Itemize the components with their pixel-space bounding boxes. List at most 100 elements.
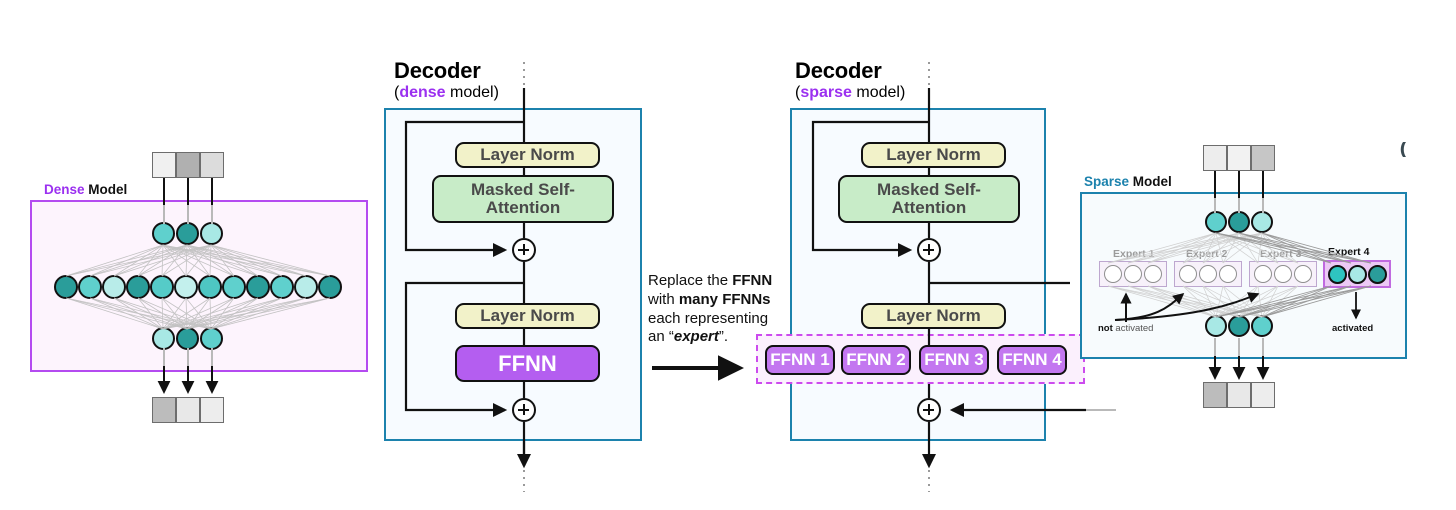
token-square	[1227, 382, 1251, 408]
subtitle-suffix: model)	[851, 84, 906, 101]
token-square	[152, 152, 176, 178]
residual-add-1-sparse	[917, 238, 941, 262]
decoder-dense-title: Decoder	[394, 58, 481, 83]
token-square	[200, 397, 224, 423]
neuron	[200, 327, 223, 350]
neuron	[1104, 265, 1122, 283]
neuron	[152, 327, 175, 350]
neuron	[222, 275, 246, 299]
masked-self-attention-dense: Masked Self-Attention	[432, 175, 614, 223]
replace-note: Replace the FFNN with many FFNNs each re…	[648, 272, 808, 347]
neuron	[1205, 211, 1227, 233]
neuron	[78, 275, 102, 299]
note-line1b: FFNN	[732, 272, 773, 289]
token-square	[176, 152, 200, 178]
note-line3: each representing	[648, 309, 769, 327]
layer-norm-2-sparse: Layer Norm	[861, 303, 1006, 329]
neuron	[150, 275, 174, 299]
masked-self-attention-sparse: Masked Self-Attention	[838, 175, 1020, 223]
neuron	[1179, 265, 1197, 283]
token-square	[1227, 145, 1251, 171]
dense-model-label-accent: Dense	[44, 182, 85, 197]
neuron	[174, 275, 198, 299]
note-line4a: an “	[648, 328, 674, 346]
layer-norm-2-dense: Layer Norm	[455, 303, 600, 329]
note-line2b: many FFNNs	[678, 290, 771, 308]
decoder-dense-subtitle: (dense model)	[394, 84, 499, 102]
sparse-model-label: Sparse Model	[1084, 174, 1172, 189]
not-activated-rest: activated	[1112, 323, 1154, 334]
neuron	[1254, 265, 1272, 283]
neuron	[1328, 265, 1347, 284]
subtitle-accent: sparse	[800, 84, 852, 101]
activated-label: activated	[1332, 323, 1374, 334]
neuron	[1228, 211, 1250, 233]
expert-4-group	[1323, 260, 1391, 288]
note-line4b: expert	[673, 328, 719, 346]
layer-norm-1-sparse: Layer Norm	[861, 142, 1006, 168]
token-square	[1251, 145, 1275, 171]
neuron	[318, 275, 342, 299]
neuron	[54, 275, 78, 299]
token-square	[176, 397, 200, 423]
neuron	[176, 327, 199, 350]
neuron	[1199, 265, 1217, 283]
subtitle-prefix: (	[795, 84, 801, 101]
subtitle-accent: dense	[399, 84, 446, 101]
expert-2-label: Expert 2	[1186, 248, 1228, 260]
neuron	[198, 275, 222, 299]
note-line4c: ”.	[718, 328, 729, 346]
expert-2-group	[1174, 261, 1242, 287]
neuron	[102, 275, 126, 299]
neuron	[246, 275, 270, 299]
neuron	[1348, 265, 1367, 284]
neuron	[294, 275, 318, 299]
token-square	[152, 397, 176, 423]
neuron	[176, 222, 199, 245]
stray-glyph-artifact	[1400, 142, 1406, 157]
token-square	[200, 152, 224, 178]
token-square	[1203, 382, 1227, 408]
decoder-sparse-title: Decoder	[795, 58, 882, 83]
not-activated-label: not activated	[1098, 323, 1153, 334]
neuron	[1368, 265, 1387, 284]
expert-4-label: Expert 4	[1328, 246, 1370, 258]
ffnn-dense: FFNN	[455, 345, 600, 382]
token-square	[1251, 382, 1275, 408]
residual-add-2-dense	[512, 398, 536, 422]
residual-add-1-dense	[512, 238, 536, 262]
expert-3-label: Expert 3	[1260, 248, 1302, 260]
neuron	[1205, 315, 1227, 337]
neuron	[270, 275, 294, 299]
neuron	[200, 222, 223, 245]
neuron	[1294, 265, 1312, 283]
neuron	[1124, 265, 1142, 283]
note-line1a: Replace the	[648, 272, 733, 289]
ffnn-expert-4: FFNN 4	[997, 345, 1067, 375]
subtitle-prefix: (	[394, 84, 400, 101]
layer-norm-1-dense: Layer Norm	[455, 142, 600, 168]
neuron	[1251, 211, 1273, 233]
neuron	[1228, 315, 1250, 337]
sparse-output-arrows	[1208, 356, 1270, 380]
token-square	[1203, 145, 1227, 171]
not-activated-bold: not	[1098, 323, 1113, 334]
subtitle-suffix: model)	[445, 84, 499, 101]
neuron	[1274, 265, 1292, 283]
neuron	[1144, 265, 1162, 283]
sparse-model-label-accent: Sparse	[1084, 174, 1130, 189]
neuron	[126, 275, 150, 299]
ffnn-expert-1: FFNN 1	[765, 345, 835, 375]
ffnn-expert-2: FFNN 2	[841, 345, 911, 375]
neuron	[1251, 315, 1273, 337]
dense-model-label: Dense Model	[44, 182, 127, 197]
neuron	[1219, 265, 1237, 283]
expert-1-group	[1099, 261, 1167, 287]
residual-add-2-sparse	[917, 398, 941, 422]
expert-3-group	[1249, 261, 1317, 287]
ffnn-expert-3: FFNN 3	[919, 345, 989, 375]
sparse-model-label-rest: Model	[1129, 174, 1172, 189]
decoder-sparse-subtitle: (sparse model)	[795, 84, 905, 102]
neuron	[152, 222, 175, 245]
dense-model-label-rest: Model	[84, 182, 128, 197]
